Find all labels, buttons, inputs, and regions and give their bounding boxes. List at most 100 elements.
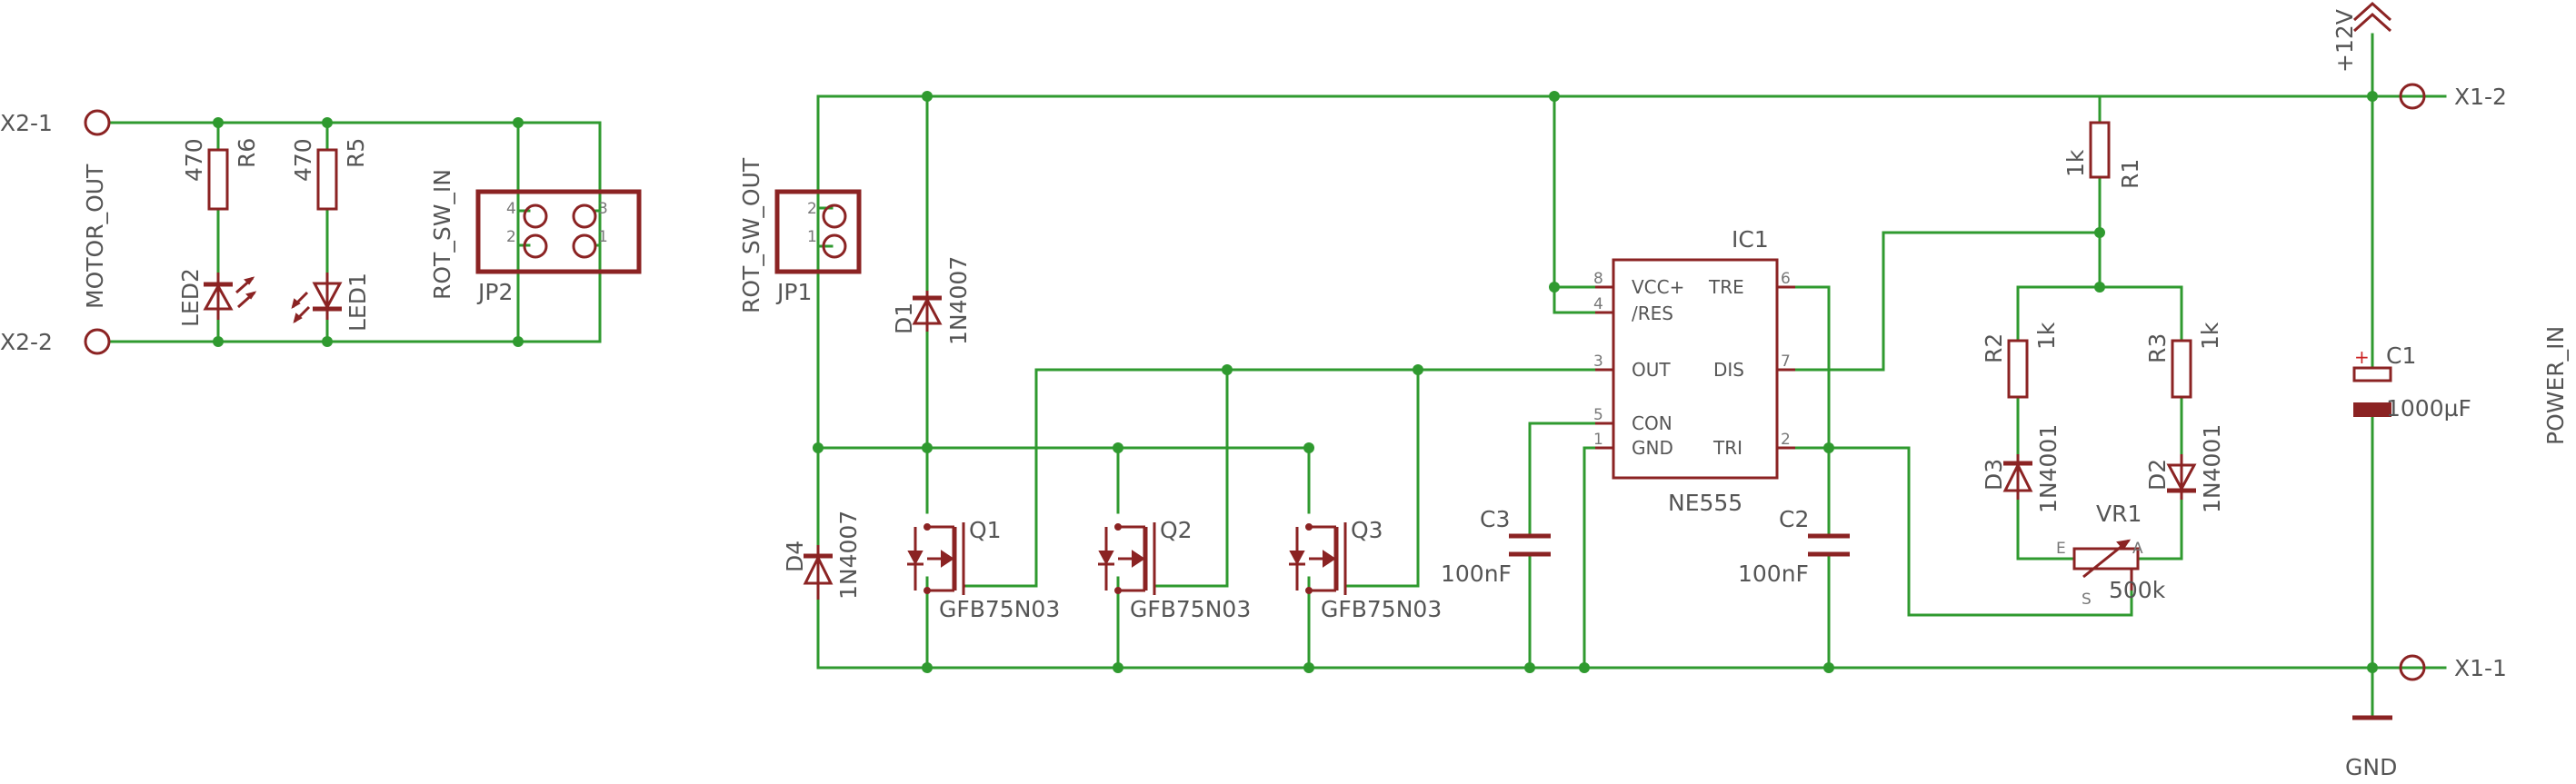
c1-polarity: + (2354, 346, 2370, 368)
jp1-pin-1: 1 (807, 228, 817, 246)
ic1-pin2-label: TRI (1712, 437, 1742, 459)
q2-value: GFB75N03 (1130, 596, 1251, 622)
power-in-label: POWER_IN (2542, 326, 2569, 445)
jp1-name: JP1 (775, 279, 812, 305)
jp1-label: ROT_SW_OUT (738, 157, 764, 313)
jp2-pin-4: 4 (506, 200, 516, 218)
ic1-pin6-num: 6 (1781, 270, 1791, 288)
r1-value: 1k (2062, 149, 2089, 177)
jp2-pin-3: 3 (598, 200, 608, 218)
r2-value: 1k (2033, 322, 2060, 350)
diode-d4: D4 1N4007 (782, 511, 862, 600)
jp1-pin-2: 2 (807, 200, 817, 218)
r6-name: R6 (234, 138, 260, 168)
c1-value: 1000µF (2386, 395, 2471, 422)
jp2-pin-1: 1 (598, 228, 608, 246)
r2-name: R2 (1981, 333, 2007, 363)
d1-value: 1N4007 (945, 256, 972, 345)
capacitor-c1: + C1 1000µF (2352, 342, 2471, 422)
vr1-pin-s: S (2082, 590, 2092, 609)
ic1-pin4-num: 4 (1593, 295, 1603, 313)
resistor-r2: R2 1k (1981, 322, 2060, 399)
potentiometer-vr1: VR1 500k E A S (2056, 501, 2166, 609)
motor-out-label: MOTOR_OUT (82, 164, 108, 309)
vr1-pin-a: A (2132, 540, 2143, 558)
ic1-pin1-label: GND (1632, 437, 1673, 459)
d1-name: D1 (891, 303, 917, 334)
ic1-pin7-num: 7 (1781, 352, 1791, 371)
terminal-x2-1: X2-1 (0, 109, 111, 136)
terminal-x1-1-label: X1-1 (2454, 655, 2507, 681)
q3-value: GFB75N03 (1321, 596, 1442, 622)
led1-name: LED1 (344, 273, 371, 332)
vr1-value: 500k (2109, 577, 2166, 603)
d4-name: D4 (782, 541, 808, 572)
vr1-name: VR1 (2096, 501, 2142, 527)
diode-d1: D1 1N4007 (891, 256, 972, 345)
r3-value: 1k (2197, 322, 2223, 350)
mosfet-q3: Q3 GFB75N03 (1289, 517, 1442, 622)
terminal-x2-2: X2-2 (0, 328, 111, 355)
terminal-x1-1: X1-1 (2371, 654, 2507, 681)
diode-d2: D2 1N4001 (2144, 424, 2225, 513)
led-led1: LED1 (291, 273, 371, 332)
ic1-pin2-num: 2 (1781, 431, 1791, 449)
d2-name: D2 (2144, 459, 2171, 491)
c3-value: 100nF (1441, 561, 1512, 587)
ic1-pin3-num: 3 (1593, 352, 1603, 371)
ic1-pin7-label: DIS (1713, 359, 1744, 381)
ic-ne555: IC1 NE555 8 4 3 5 1 6 7 2 VCC+ /RES OUT … (1593, 226, 1795, 516)
c2-name: C2 (1779, 506, 1809, 532)
ic1-pin8-label: VCC+ (1632, 276, 1684, 298)
mosfet-q2: Q2 GFB75N03 (1098, 517, 1251, 622)
led-led2: LED2 (177, 268, 257, 327)
jp2-name: JP2 (476, 279, 513, 305)
ic1-pin6-label: TRE (1708, 276, 1744, 298)
terminal-x1-2-label: X1-2 (2454, 84, 2507, 110)
terminal-x2-2-label: X2-2 (0, 329, 53, 355)
ic1-name: IC1 (1732, 226, 1769, 253)
resistor-r6: 470 R6 (181, 138, 260, 211)
ic1-pin5-label: CON (1632, 412, 1672, 434)
ic1-part: NE555 (1668, 490, 1742, 516)
vr1-pin-e: E (2056, 540, 2066, 558)
mosfet-q1: Q1 GFB75N03 (907, 517, 1060, 622)
capacitor-c3: C3 100nF (1441, 506, 1551, 587)
c1-name: C1 (2386, 342, 2416, 369)
r5-name: R5 (343, 138, 369, 168)
r5-value: 470 (290, 138, 316, 182)
ic1-pin1-num: 1 (1593, 431, 1603, 449)
r3-name: R3 (2144, 333, 2171, 363)
q1-value: GFB75N03 (939, 596, 1060, 622)
jp2-pin-2: 2 (506, 228, 516, 246)
r6-value: 470 (181, 138, 207, 182)
d3-name: D3 (1981, 459, 2007, 491)
junctions-main (813, 91, 2378, 673)
diode-d3: D3 1N4001 (1981, 424, 2062, 513)
gnd-symbol: GND (2345, 715, 2397, 780)
terminal-x1-2: X1-2 (2371, 83, 2507, 110)
d4-value: 1N4007 (835, 511, 862, 600)
resistor-r1: 1k R1 (2062, 121, 2143, 189)
led2-name: LED2 (177, 268, 204, 327)
ic1-pin4-label: /RES (1632, 303, 1673, 324)
q3-name: Q3 (1351, 517, 1383, 543)
c3-name: C3 (1480, 506, 1510, 532)
resistor-r5: 470 R5 (290, 138, 369, 211)
jumper-jp2: 4 2 3 1 JP2 ROT_SW_IN (429, 169, 642, 305)
wires-main (816, 33, 2447, 719)
capacitor-c2: C2 100nF (1738, 506, 1850, 587)
ic1-pin8-num: 8 (1593, 270, 1603, 288)
c2-value: 100nF (1738, 561, 1809, 587)
supply-12v-symbol: +12V (2331, 1, 2392, 73)
supply-12v-label: +12V (2331, 9, 2358, 73)
r1-name: R1 (2117, 159, 2143, 189)
terminal-x2-1-label: X2-1 (0, 110, 53, 136)
jp2-label: ROT_SW_IN (429, 169, 455, 300)
gnd-label: GND (2345, 754, 2397, 780)
d2-value: 1N4001 (2199, 424, 2225, 513)
ic1-pin3-label: OUT (1632, 359, 1671, 381)
junctions-motor-out (213, 117, 524, 347)
jumper-jp1: 2 1 JP1 ROT_SW_OUT (738, 157, 862, 313)
